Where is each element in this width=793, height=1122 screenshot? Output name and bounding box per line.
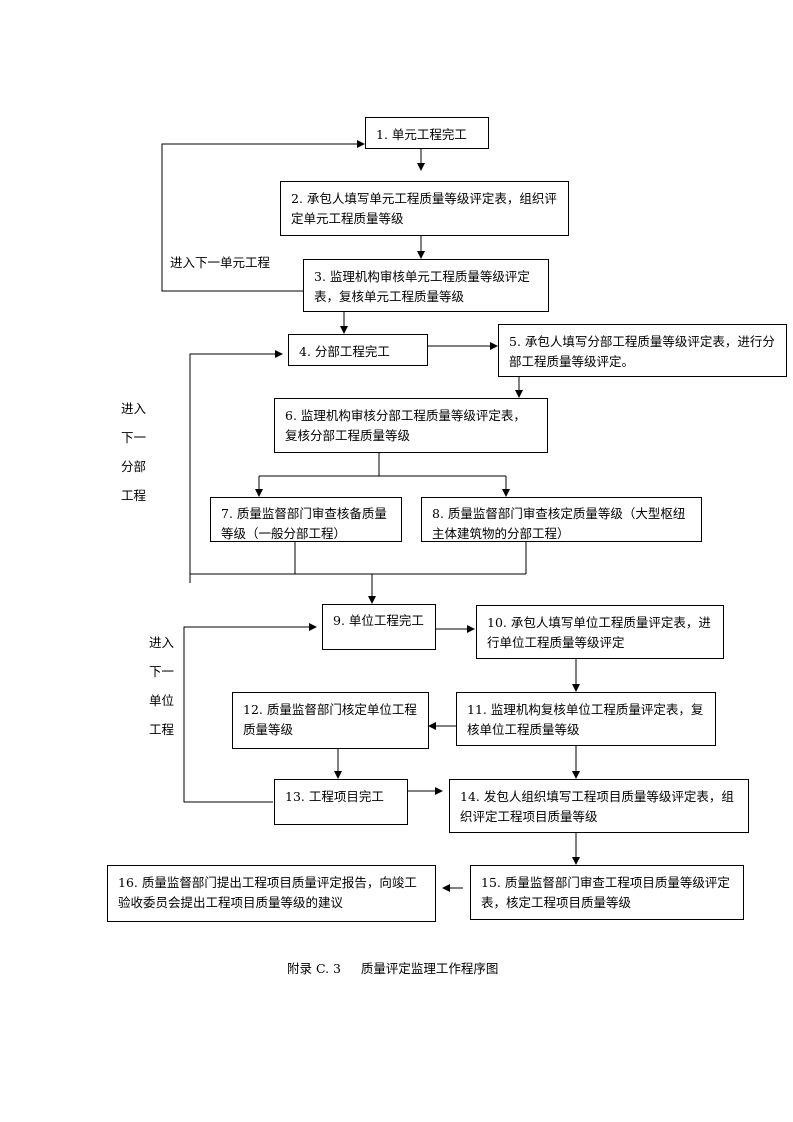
- step-5-contractor-fill-division-form: 5. 承包人填写分部工程质量等级评定表，进行分部工程质量等级评定。: [498, 324, 787, 377]
- step-2-contractor-fill-unit-element-form: 2. 承包人填写单元工程质量等级评定表，组织评定单元工程质量等级: [280, 181, 569, 236]
- step-12-quality-dept-approve-unit-project: 12. 质量监督部门核定单位工程质量等级: [232, 692, 429, 749]
- figure-caption: 附录 C. 3 质量评定监理工作程序图: [287, 961, 499, 976]
- loop-next-unit-project: [183, 623, 317, 803]
- loop-next-division: [189, 350, 283, 583]
- step-1-unit-element-complete: 1. 单元工程完工: [365, 117, 489, 149]
- step-9-unit-project-complete: 9. 单位工程完工: [322, 604, 436, 650]
- step-3-supervisor-review-unit-element: 3. 监理机构审核单元工程质量等级评定表，复核单元工程质量等级: [303, 259, 549, 312]
- loop-label-division-line: 分部: [121, 459, 147, 474]
- loop-label-division-line: 下一: [121, 430, 147, 445]
- step-4-division-complete: 4. 分部工程完工: [288, 334, 428, 366]
- step-16-quality-report: 16. 质量监督部门提出工程项目质量评定报告，向竣工验收委员会提出工程项目质量等…: [107, 865, 436, 922]
- step-6-supervisor-review-division: 6. 监理机构审核分部工程质量等级评定表，复核分部工程质量等级: [274, 398, 548, 453]
- step-8-major-division-approval: 8. 质量监督部门审查核定质量等级（大型枢纽主体建筑物的分部工程）: [421, 497, 702, 542]
- loop-label-unit-project-line: 单位: [149, 693, 175, 708]
- loop-next-unit-element: [161, 140, 365, 292]
- step-7-general-division-filing: 7. 质量监督部门审查核备质量等级（一般分部工程）: [210, 497, 402, 542]
- step-15-quality-dept-review-project: 15. 质量监督部门审查工程项目质量等级评定表，核定工程项目质量等级: [470, 865, 744, 920]
- loop-label-next-unit-project: 进入 下一 单位 工程: [149, 628, 174, 744]
- step-14-owner-fill-project-form: 14. 发包人组织填写工程项目质量等级评定表，组织评定工程项目质量等级: [449, 779, 749, 833]
- loop-label-next-division: 进入 下一 分部 工程: [121, 394, 146, 510]
- step-11-supervisor-review-unit-project: 11. 监理机构复核单位工程质量评定表，复核单位工程质量等级: [456, 692, 716, 746]
- loop-label-division-line: 进入: [121, 401, 147, 416]
- step-13-project-complete: 13. 工程项目完工: [274, 779, 408, 825]
- loop-label-unit-project-line: 下一: [149, 664, 175, 679]
- loop-label-next-unit-element: 进入下一单元工程: [170, 255, 271, 270]
- loop-label-unit-project-line: 工程: [149, 722, 175, 737]
- loop-label-unit-project-line: 进入: [149, 635, 175, 650]
- step-10-contractor-fill-unit-project-form: 10. 承包人填写单位工程质量评定表，进行单位工程质量等级评定: [476, 605, 724, 659]
- loop-label-division-line: 工程: [121, 488, 147, 503]
